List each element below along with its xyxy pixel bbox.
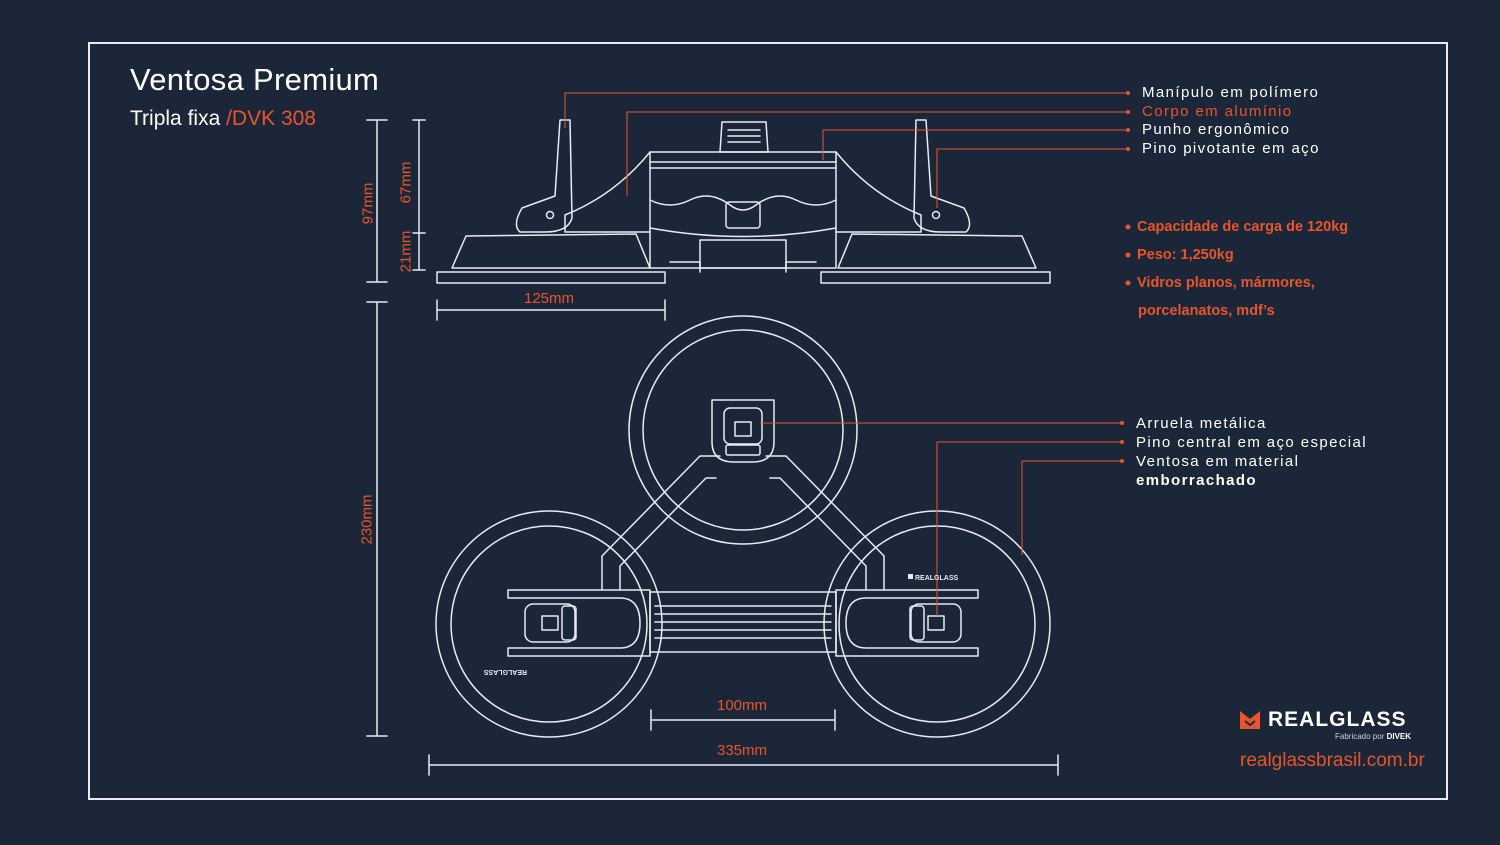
left-washer: [541, 615, 559, 631]
left-arm-outer: [601, 455, 721, 591]
right-lever: [913, 119, 971, 233]
right-pad-dome: [837, 233, 1037, 269]
dimension-lines: [366, 119, 1059, 776]
brand-logo: REALGLASS Fabricado por DIVEK: [1240, 708, 1430, 748]
right-washer: [927, 615, 945, 631]
top-washer: [734, 421, 752, 437]
dim-width-total: 335mm: [717, 742, 768, 759]
left-pad-dome: [451, 233, 651, 269]
pad-logos: REALGLASS REALGLASS: [484, 574, 959, 675]
callout-metal-washer: Arruela metálica: [1136, 415, 1267, 432]
brand-made-by-name: DIVEK: [1386, 732, 1412, 741]
callout-steel-pivot-pin: Pino pivotante em aço: [1142, 140, 1320, 157]
left-suction-cup: [435, 510, 663, 738]
right-bracket: [835, 589, 979, 657]
right-pad-logo-text: REALGLASS: [915, 575, 959, 582]
spec-materials-line1: Vidros planos, mármores,: [1137, 275, 1315, 291]
top-view: [435, 315, 1051, 738]
callout-polymer-handle: Manípulo em polímero: [1142, 84, 1320, 101]
callout-rubber-cup-cont: emborrachado: [1136, 472, 1257, 489]
right-pivot-pin: [931, 210, 941, 220]
right-fin: [835, 151, 922, 233]
center-pin-block: [725, 201, 761, 229]
brand-url[interactable]: realglassbrasil.com.br: [1240, 750, 1425, 771]
left-pad-logo-text: REALGLASS: [484, 668, 528, 675]
dim-height-total: 97mm: [359, 182, 377, 225]
right-pad-logo-mark: [908, 574, 913, 579]
callout-ergonomic-grip: Punho ergonômico: [1142, 121, 1291, 138]
callout-central-pin: Pino central em aço especial: [1136, 434, 1367, 451]
brand-mark-icon: [1240, 711, 1260, 729]
top-knob: [719, 121, 769, 153]
dim-handle-width: 100mm: [717, 697, 768, 714]
left-bracket: [507, 589, 651, 657]
spec-load-capacity: Capacidade de carga de 120kg: [1137, 219, 1349, 235]
subtitle-text: Tripla fixa: [130, 107, 221, 130]
side-view: [436, 119, 1051, 284]
dim-depth-total: 230mm: [358, 494, 376, 545]
page-title: Ventosa Premium: [130, 62, 380, 97]
page-subtitle: Tripla fixa /DVK 308: [130, 107, 316, 131]
right-pad-base: [820, 271, 1051, 284]
dim-height-upper: 67mm: [397, 161, 415, 204]
callout-rubber-cup: Ventosa em material: [1136, 453, 1300, 470]
spec-materials-line2: porcelanatos, mdf’s: [1138, 303, 1275, 319]
top-suction-cup: [628, 315, 858, 545]
dim-pad-width: 125mm: [524, 290, 575, 307]
frame-border: [88, 42, 1448, 800]
callout-dots: [1120, 91, 1131, 463]
top-head: [711, 399, 775, 463]
left-pad-base: [436, 271, 666, 284]
right-arm-outer: [765, 455, 885, 591]
spec-weight: Peso: 1,250kg: [1137, 247, 1234, 263]
callout-leaders: [564, 92, 1126, 616]
center-body: [649, 151, 837, 269]
left-pivot-pin: [545, 210, 555, 220]
brand-made-by: Fabricado por DIVEK: [1335, 732, 1412, 741]
left-fin: [564, 151, 651, 233]
left-lever: [515, 119, 573, 233]
product-code: /DVK 308: [226, 107, 316, 130]
grip-wave: [649, 195, 837, 211]
dim-height-lower: 21mm: [397, 230, 415, 273]
callout-aluminum-body: Corpo em alumínio: [1142, 103, 1293, 120]
brand-name: REALGLASS: [1268, 708, 1407, 731]
